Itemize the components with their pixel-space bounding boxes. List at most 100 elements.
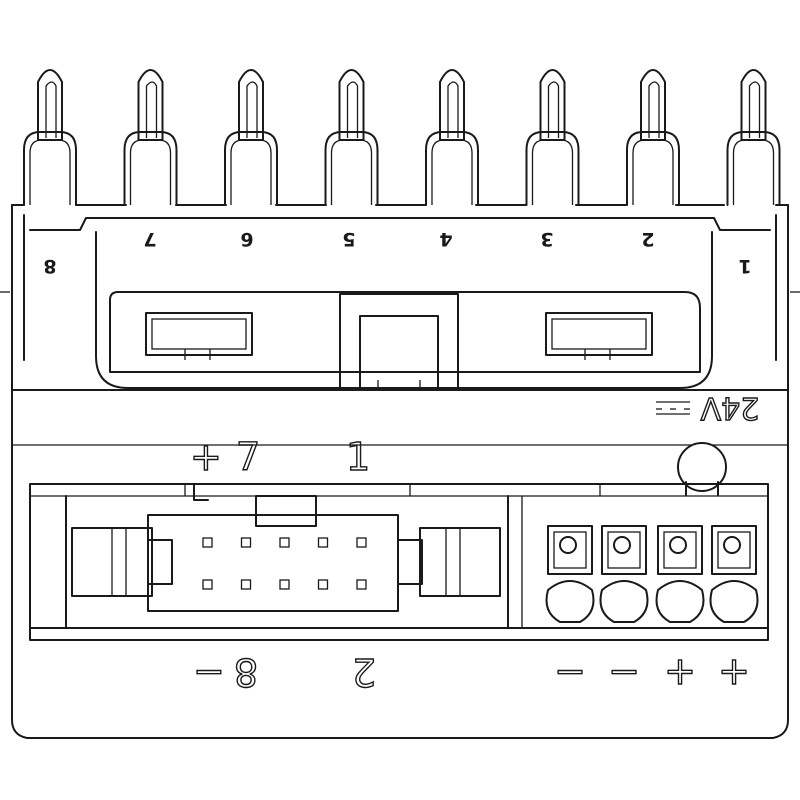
- fork-arch: [123, 131, 178, 206]
- fork-tab: [137, 69, 164, 141]
- housing-outline: [0, 204, 800, 739]
- fork-tab-groove: [346, 81, 359, 138]
- fork-arch-inner: [230, 139, 272, 205]
- fork-contact: [726, 69, 781, 206]
- fork-number-labels: 8 7 6 5 4 3 2 1: [43, 228, 751, 277]
- terminal-sign-4: +: [718, 649, 750, 693]
- header-pin-2-label: 2: [352, 650, 376, 694]
- fork-tab-groove: [748, 81, 761, 138]
- fork-tab: [539, 69, 566, 141]
- fork-contact: [425, 69, 479, 206]
- fork-arch-inner: [632, 139, 674, 205]
- terminal-body: [657, 525, 703, 575]
- fork-tab-groove: [145, 81, 158, 138]
- header-pin: [279, 537, 290, 548]
- terminal-polarity-labels: − − + +: [553, 648, 750, 693]
- fork-arch-inner: [129, 139, 172, 205]
- terminal-body: [601, 525, 647, 575]
- pin-header: [71, 495, 501, 612]
- terminal-wire-entry: [709, 580, 759, 623]
- fork-contact: [23, 69, 77, 206]
- dc-symbol-icon: [656, 401, 690, 415]
- header-pins: [202, 537, 367, 590]
- fork-label-6: 6: [240, 228, 253, 250]
- terminal-slot: [553, 531, 587, 569]
- fork-arch: [224, 131, 278, 206]
- fork-tab-groove: [45, 81, 57, 138]
- header-minus-sign: −: [193, 649, 225, 693]
- fork-tab-groove: [447, 81, 459, 138]
- fork-tab: [37, 69, 63, 141]
- terminal-slot: [663, 531, 697, 569]
- terminal-sign-3: +: [664, 649, 696, 693]
- fork-label-5: 5: [342, 228, 355, 250]
- screw-terminals: [545, 525, 759, 623]
- terminal-body: [547, 525, 593, 575]
- fork-label-2: 2: [641, 228, 654, 250]
- header-pin: [317, 537, 329, 548]
- fork-tab: [338, 69, 365, 141]
- terminal-screw-icon: [559, 536, 577, 554]
- header-bottom-labels: − 8 2: [192, 648, 376, 694]
- fork-tab: [740, 69, 767, 141]
- fork-contacts: [11, 69, 789, 206]
- fork-arch: [425, 131, 479, 206]
- terminal-wire-entry: [545, 580, 595, 623]
- fork-arch-inner: [531, 139, 574, 205]
- fork-label-4: 4: [439, 228, 452, 250]
- voltage-label: 24V: [700, 390, 759, 425]
- screw-terminal: [545, 525, 595, 623]
- top-frame: [95, 231, 713, 389]
- fork-tab: [640, 69, 666, 141]
- fork-contact: [224, 69, 278, 206]
- fork-label-7: 7: [143, 228, 156, 250]
- header-pin: [240, 579, 252, 590]
- terminal-screw-icon: [723, 536, 741, 554]
- fork-contact: [525, 69, 580, 206]
- screw-terminal: [599, 525, 649, 623]
- fork-contact: [626, 69, 680, 206]
- fork-arch-inner: [431, 139, 473, 205]
- header-pin-7-label: 7: [236, 435, 260, 479]
- fork-arch: [626, 131, 680, 206]
- terminal-sign-2: −: [608, 649, 640, 693]
- fork-arch: [525, 131, 580, 206]
- fork-arch-inner: [732, 139, 775, 205]
- fork-label-3: 3: [540, 228, 553, 250]
- terminal-slot: [607, 531, 641, 569]
- header-pin-1-label: 1: [346, 435, 370, 479]
- header-plus-sign: +: [190, 435, 222, 479]
- terminal-screw-icon: [669, 536, 687, 554]
- fork-arch: [726, 131, 781, 206]
- terminal-body: [711, 525, 757, 575]
- fork-arch: [324, 131, 379, 206]
- fork-tab-groove: [648, 81, 660, 138]
- header-top-labels: + 7 1: [189, 434, 371, 479]
- fork-arch-inner: [29, 139, 71, 205]
- terminal-wire-entry: [599, 580, 649, 623]
- header-pin: [240, 537, 252, 548]
- connector-bay: [29, 483, 769, 641]
- header-pin: [356, 537, 367, 548]
- fork-tab-groove: [246, 81, 258, 138]
- terminal-sign-1: −: [554, 649, 586, 693]
- screw-terminal: [655, 525, 705, 623]
- fork-label-1: 1: [738, 255, 751, 277]
- fork-arch: [23, 131, 77, 206]
- fork-contact: [123, 69, 178, 206]
- fork-tab-groove: [547, 81, 560, 138]
- mounting-lug: [677, 442, 727, 496]
- fork-tab: [238, 69, 264, 141]
- fork-arch-inner: [330, 139, 373, 205]
- fork-contact: [324, 69, 379, 206]
- header-pin: [202, 537, 213, 548]
- header-pin: [356, 579, 367, 590]
- header-pin: [317, 579, 329, 590]
- voltage-marking: 24V: [656, 389, 760, 426]
- header-pin-8-label: 8: [234, 650, 258, 694]
- terminal-wire-entry: [655, 580, 705, 623]
- fork-tab: [439, 69, 465, 141]
- header-pin: [202, 579, 213, 590]
